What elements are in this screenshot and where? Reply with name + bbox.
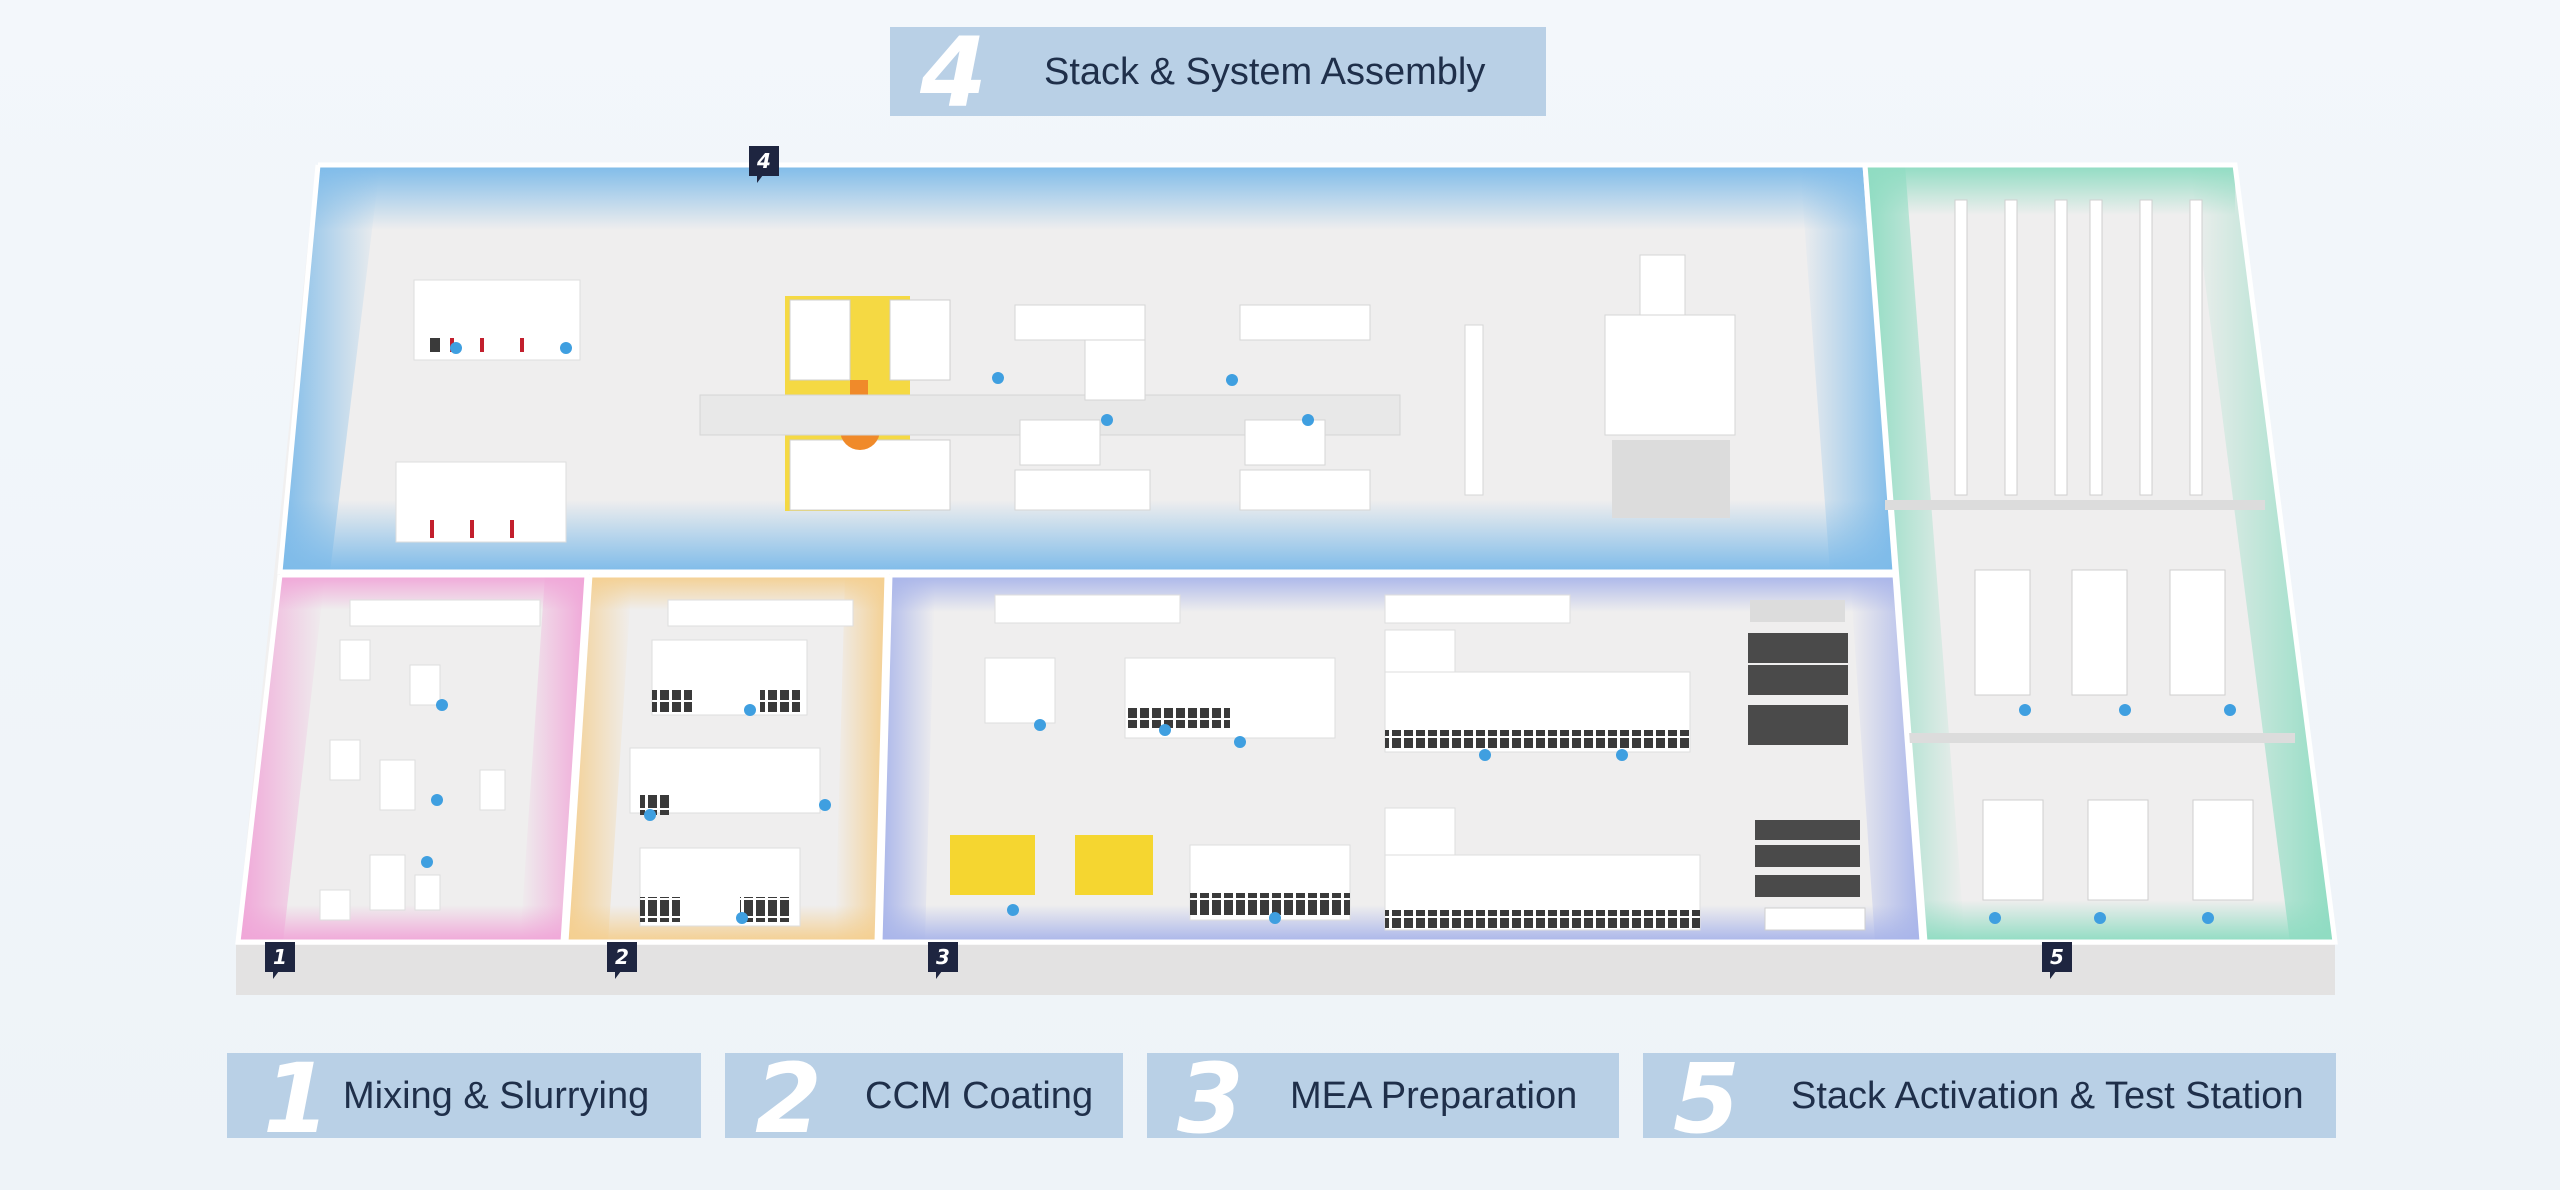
storage-tower xyxy=(1464,254,1736,518)
zone-marker-2: 2 xyxy=(607,942,637,979)
section-title: Mixing & Slurrying xyxy=(343,1075,650,1117)
zone-marker-4: 4 xyxy=(749,146,779,183)
section-title: Stack Activation & Test Station xyxy=(1791,1075,2304,1117)
activation-stations xyxy=(1974,569,2254,901)
zone-1-area xyxy=(235,572,590,945)
section-title: CCM Coating xyxy=(865,1075,1094,1117)
test-racks xyxy=(1954,199,2203,496)
zone-marker-3: 3 xyxy=(928,942,958,979)
section-number: 4 xyxy=(920,27,987,116)
section-title: MEA Preparation xyxy=(1290,1075,1578,1117)
mea-equipment xyxy=(950,594,1866,931)
workers xyxy=(421,342,2236,924)
cleanroom-module xyxy=(395,461,567,543)
section-number: 1 xyxy=(263,1053,330,1138)
section-label-1: 1 Mixing & Slurrying xyxy=(227,1053,701,1138)
assembly-line xyxy=(699,304,1401,511)
section-number: 2 xyxy=(755,1053,822,1138)
section-label-3: 3 MEA Preparation xyxy=(1147,1053,1619,1138)
coating-equipment xyxy=(629,599,854,927)
mixing-equipment xyxy=(319,599,541,921)
section-title: Stack & System Assembly xyxy=(1044,51,1486,93)
section-label-2: 2 CCM Coating xyxy=(725,1053,1123,1138)
zone-marker-5: 5 xyxy=(2042,942,2072,979)
cleanroom-module xyxy=(413,279,581,361)
zone-marker-1: 1 xyxy=(265,942,295,979)
section-number: 5 xyxy=(1673,1053,1740,1138)
section-label-5: 5 Stack Activation & Test Station xyxy=(1643,1053,2336,1138)
section-label-4: 4 Stack & System Assembly xyxy=(890,27,1546,116)
section-number: 3 xyxy=(1177,1053,1244,1138)
